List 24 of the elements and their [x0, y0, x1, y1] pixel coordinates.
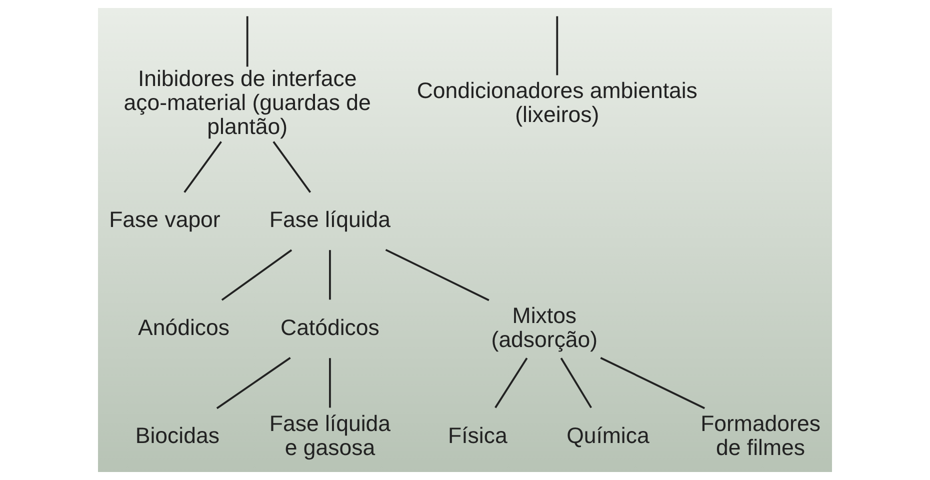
node-text: Mixtos (adsorção): [491, 302, 598, 352]
connector: [272, 141, 312, 193]
connector: [556, 16, 558, 76]
connector: [329, 358, 331, 408]
connector: [385, 248, 490, 302]
connector: [600, 356, 705, 410]
node-text: Condicionadores ambientais (lixeiros): [416, 78, 698, 127]
connector: [216, 357, 291, 410]
connector: [246, 16, 248, 67]
node-text: Fase líquida: [269, 206, 391, 232]
node-text: Inibidores de interface aço-material (guardas de plantão): [124, 66, 371, 139]
connector: [184, 141, 222, 193]
node-text: Biocidas: [135, 422, 220, 448]
connector: [221, 249, 292, 301]
node-text: Catódicos: [280, 314, 380, 340]
node-text: Fase vapor: [109, 206, 220, 232]
connector: [560, 358, 592, 408]
connector: [494, 358, 528, 408]
node-text: Química: [566, 422, 650, 448]
node-text: Física: [448, 422, 508, 448]
node-text: Anódicos: [138, 314, 230, 340]
node-text: Formadores de filmes: [700, 410, 820, 460]
node-text: Fase líquida e gasosa: [269, 410, 391, 460]
connector: [329, 250, 331, 300]
